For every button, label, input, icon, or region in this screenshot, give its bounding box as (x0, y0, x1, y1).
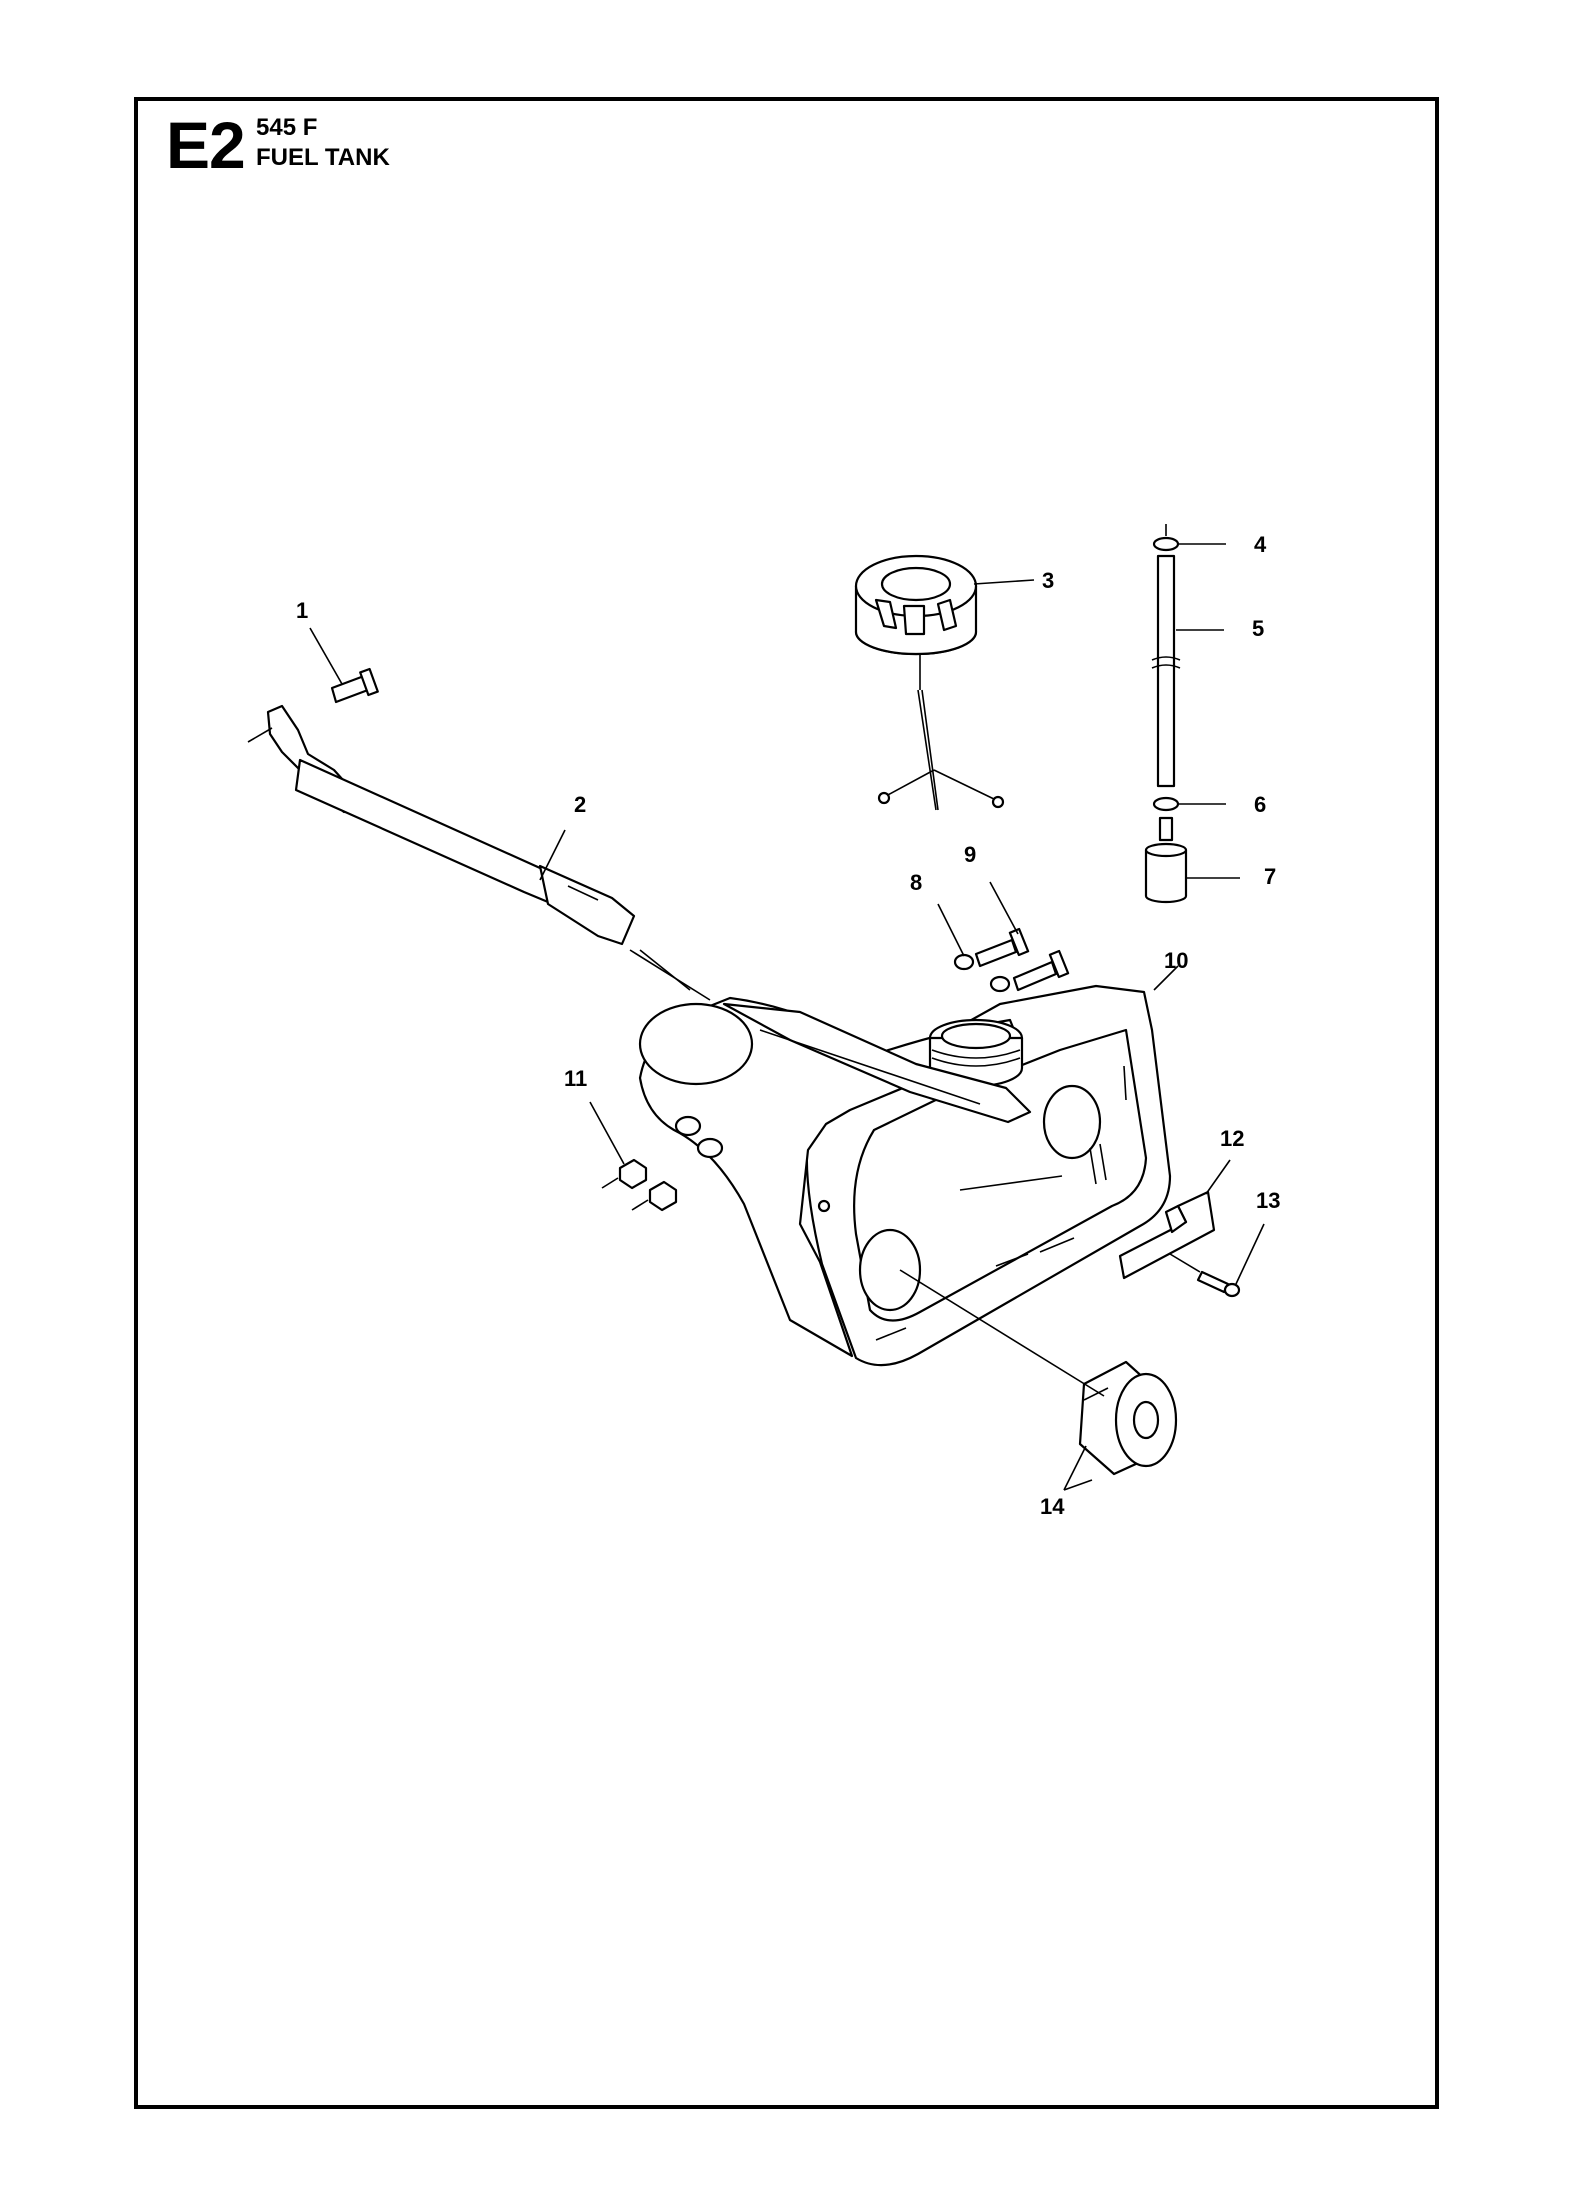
callout-5: 5 (1252, 616, 1264, 641)
leader-lines (309, 543, 1265, 1491)
callout-13: 13 (1256, 1188, 1280, 1213)
part-4-ring (1152, 524, 1180, 552)
callout-2: 2 (574, 792, 586, 817)
callout-4: 4 (1254, 532, 1267, 557)
part-1-screw (330, 667, 379, 704)
callout-14: 14 (1040, 1494, 1065, 1519)
alignment-lines (639, 949, 1201, 1397)
callout-1: 1 (296, 598, 308, 623)
callout-labels: 1 2 3 4 5 6 7 8 9 10 11 12 13 14 (296, 532, 1280, 1519)
part-8-washer (953, 953, 1011, 993)
part-11-nut (601, 1158, 678, 1212)
model-number: 545 F (256, 114, 318, 141)
part-2-tank-bracket (247, 704, 711, 1001)
part-7-fuel-filter (1144, 816, 1188, 904)
part-5-fuel-hose (1151, 554, 1181, 788)
callout-6: 6 (1254, 792, 1266, 817)
part-3-fuel-cap (854, 554, 1005, 811)
part-14-damper (1078, 1360, 1178, 1476)
callout-8: 8 (910, 870, 922, 895)
callout-10: 10 (1164, 948, 1188, 973)
callout-11: 11 (564, 1066, 587, 1091)
section-title: FUEL TANK (256, 144, 390, 171)
part-13-screw (1196, 1270, 1241, 1298)
callout-7: 7 (1264, 864, 1276, 889)
callout-12: 12 (1220, 1126, 1244, 1151)
callout-9: 9 (964, 842, 976, 867)
callout-3: 3 (1042, 568, 1054, 593)
section-code: E2 (166, 108, 246, 182)
part-6-ring (1152, 796, 1180, 812)
page-border (134, 97, 1439, 2109)
part-10-fuel-tank (638, 984, 1172, 1367)
part-9-screw (974, 927, 1070, 992)
